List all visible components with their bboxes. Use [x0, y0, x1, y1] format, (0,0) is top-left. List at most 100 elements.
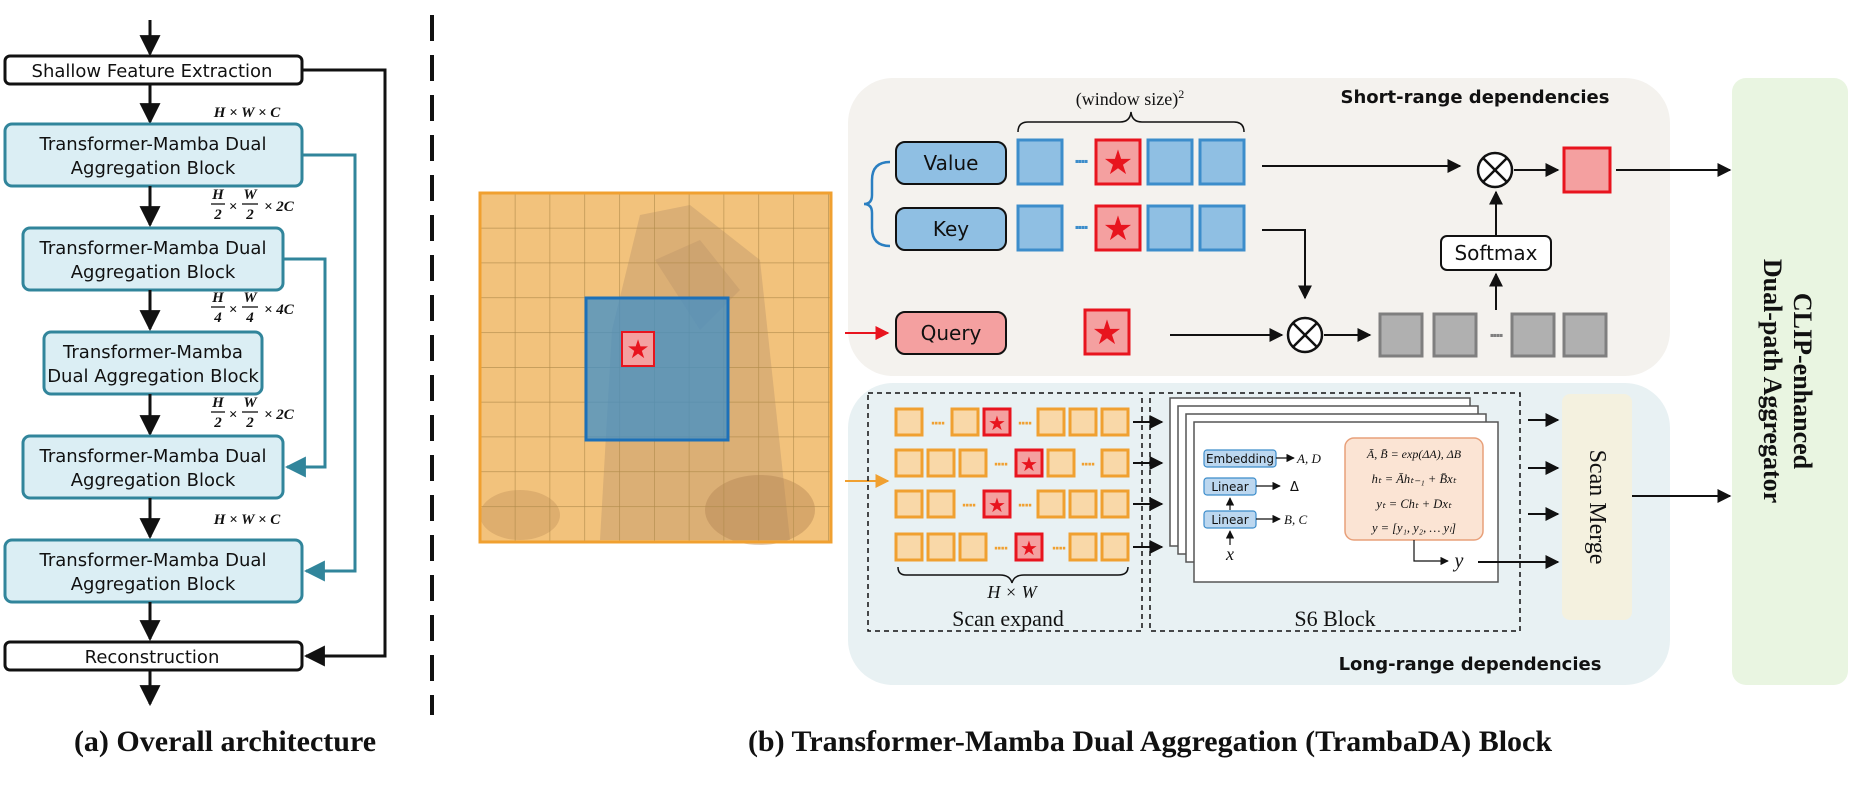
value-key-brace	[863, 160, 891, 248]
star-icon: ★	[1020, 452, 1038, 476]
svg-text:2: 2	[245, 207, 254, 223]
caption-b: (b) Transformer-Mamba Dual Aggregation (…	[748, 725, 1552, 758]
svg-text:2: 2	[245, 415, 254, 431]
short-range-label: Short-range dependencies	[1341, 87, 1610, 108]
star-icon: ★	[988, 411, 1006, 435]
x-input-label: x	[1225, 544, 1234, 564]
svg-text:×: ×	[229, 302, 238, 318]
block-2-line1: Transformer-Mamba Dual	[39, 238, 267, 259]
reconstruction-box	[3, 640, 304, 672]
svg-text:····: ····	[961, 498, 975, 514]
scan-sequences: ···· ★ ···· ···· ★ ···· ···· ★	[894, 407, 1164, 562]
svg-text:····: ····	[993, 541, 1007, 557]
caption-a: (a) Overall architecture	[74, 725, 376, 758]
star-icon: ★	[626, 335, 649, 365]
query-box	[895, 311, 1007, 355]
skip-block2-to-block4	[283, 257, 327, 478]
query-token	[1083, 308, 1131, 356]
scan-expand-label: Scan expand	[952, 606, 1064, 631]
block-5	[3, 538, 304, 604]
svg-text:× 2C: × 2C	[264, 199, 295, 215]
multiply-icon-top	[1476, 151, 1514, 189]
star-icon: ★	[1103, 209, 1133, 249]
svg-text:×: ×	[229, 199, 238, 215]
query-label: Query	[921, 321, 982, 345]
overall-architecture: Shallow Feature Extraction H × W × C Tra…	[3, 20, 387, 758]
output-token	[1562, 146, 1612, 194]
value-tokens: ···· ★	[1016, 138, 1246, 186]
clip-aggregator-panel	[1732, 78, 1848, 685]
scan-merge-label: Scan Merge	[1584, 450, 1610, 565]
svg-text:2: 2	[213, 415, 222, 431]
softmax-label: Softmax	[1454, 241, 1537, 265]
svg-text:····: ····	[1017, 498, 1031, 514]
star-icon: ★	[1092, 313, 1122, 353]
block-4-line1: Transformer-Mamba Dual	[39, 446, 267, 467]
equation-2: hₜ = Āhₜ₋₁ + B̄xₜ	[1372, 472, 1457, 486]
s6-block-box	[1149, 392, 1521, 632]
hw-label: H × W	[986, 582, 1038, 602]
equation-3: yₜ = Chₜ + Dxₜ	[1374, 497, 1451, 511]
svg-text:W: W	[243, 290, 258, 306]
ad-label: A, D	[1296, 451, 1321, 466]
block-3-line2: Dual Aggregation Block	[47, 366, 259, 387]
star-icon: ★	[988, 493, 1006, 517]
clip-line2: Dual-path Aggregator	[1758, 259, 1787, 503]
svg-text:····: ····	[1074, 152, 1088, 171]
svg-text:····: ····	[993, 457, 1007, 473]
svg-text:····: ····	[1051, 541, 1065, 557]
dim-label-4: H 2 × W 2 × 2C	[211, 395, 295, 431]
attention-score-tokens: ····	[1378, 312, 1608, 358]
svg-text:W: W	[243, 395, 258, 411]
clip-line1: CLIP-enhanced	[1788, 293, 1817, 470]
svg-text:W: W	[243, 187, 258, 203]
svg-text:× 4C: × 4C	[264, 302, 295, 318]
svg-text:2: 2	[213, 207, 222, 223]
svg-text:4: 4	[213, 310, 222, 326]
block-4-line2: Aggregation Block	[71, 470, 236, 491]
block-1-line2: Aggregation Block	[71, 158, 236, 179]
query-token-in-image	[621, 331, 655, 367]
block-5-line2: Aggregation Block	[71, 574, 236, 595]
input-image: ★	[478, 191, 833, 545]
dim-label-1: H × W × C	[213, 105, 282, 121]
value-box	[895, 141, 1007, 185]
dim-label-5: H × W × C	[213, 512, 282, 528]
svg-text:····: ····	[1074, 218, 1088, 237]
local-window	[584, 296, 730, 442]
y-output-label: y	[1453, 550, 1464, 572]
global-skip-connection	[302, 68, 387, 667]
svg-text:····: ····	[1017, 416, 1031, 432]
svg-text:····: ····	[1489, 326, 1503, 345]
block-3-line1: Transformer-Mamba	[62, 342, 243, 363]
window-size-brace	[1017, 111, 1245, 133]
hw-brace	[897, 566, 1129, 584]
equation-1: Ā, B̄ = exp(ΔA), ΔB	[1366, 447, 1462, 461]
block-2-line2: Aggregation Block	[71, 262, 236, 283]
skip-block1-to-block5	[302, 153, 357, 582]
svg-text:H: H	[211, 187, 225, 203]
star-icon: ★	[1103, 143, 1133, 183]
delta-label: Δ	[1290, 480, 1299, 495]
key-box	[895, 207, 1007, 251]
svg-text:H: H	[211, 395, 225, 411]
svg-text:H: H	[211, 290, 225, 306]
svg-text:····: ····	[930, 416, 944, 432]
svg-text:4: 4	[245, 310, 254, 326]
scan-expand-box	[867, 392, 1143, 632]
dim-label-3: H 4 × W 4 × 4C	[211, 290, 295, 326]
block-3	[42, 330, 264, 396]
key-tokens: ···· ★	[1016, 204, 1246, 252]
linear-label-2: Linear	[1211, 513, 1248, 527]
block-5-line1: Transformer-Mamba Dual	[39, 550, 267, 571]
reconstruction-label: Reconstruction	[85, 647, 220, 668]
svg-text:×: ×	[229, 407, 238, 423]
svg-text:····: ····	[1080, 457, 1094, 473]
s6-block-label: S6 Block	[1294, 606, 1375, 631]
bc-label: B, C	[1284, 512, 1307, 527]
star-icon: ★	[1020, 536, 1038, 560]
linear-label-1: Linear	[1211, 480, 1248, 494]
window-size-label: (window size)2	[1076, 87, 1184, 110]
key-label: Key	[933, 217, 969, 241]
